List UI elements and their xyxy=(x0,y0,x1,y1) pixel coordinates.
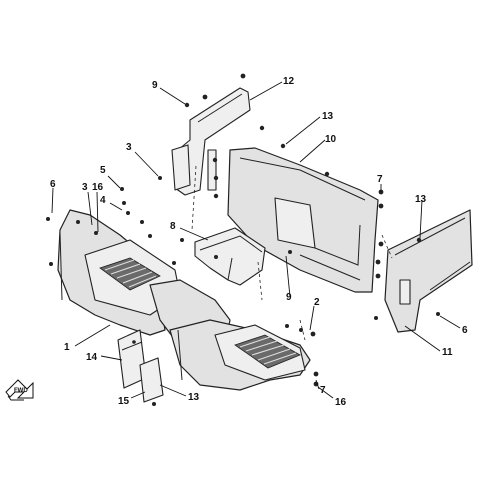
leader-9b xyxy=(285,255,291,298)
callout-13-right: 13 xyxy=(415,194,427,205)
callout-16-lower: 16 xyxy=(335,397,347,408)
leader-10 xyxy=(299,139,326,163)
leader-2 xyxy=(309,305,315,331)
callout-9-lower: 9 xyxy=(286,292,292,303)
part-8-plate xyxy=(194,227,266,286)
fwd-arrow-icon: FWD xyxy=(5,379,34,401)
callout-13-upper: 13 xyxy=(322,111,334,122)
leader-5 xyxy=(107,175,121,189)
part-12-bracket xyxy=(174,87,251,196)
leader-13a xyxy=(285,116,321,145)
callout-3-lower: 3 xyxy=(82,182,88,193)
callout-5: 5 xyxy=(100,165,106,176)
callout-2: 2 xyxy=(314,297,320,308)
callout-1: 1 xyxy=(64,342,70,353)
left-grate-pad xyxy=(99,257,161,291)
leader-9a xyxy=(159,87,186,105)
callout-10: 10 xyxy=(325,134,337,145)
callout-6-left: 6 xyxy=(50,179,56,190)
callout-labels: 1 2 3 3 4 5 6 6 7 7 8 9 9 10 11 12 13 13… xyxy=(50,76,468,408)
part-15-bracket xyxy=(139,357,164,403)
leader-16b xyxy=(317,386,334,399)
callout-7-upper: 7 xyxy=(377,174,383,185)
leader-1 xyxy=(74,324,111,347)
leader-3a xyxy=(134,151,159,177)
leader-lines xyxy=(51,81,461,399)
leader-14 xyxy=(100,355,123,361)
leader-4 xyxy=(109,202,123,211)
part-11-right-panel xyxy=(384,209,473,333)
fastener-bolts xyxy=(46,73,440,406)
assembly-dashed-lines xyxy=(191,165,393,341)
part-3-upper-bracket xyxy=(171,144,191,191)
callout-14: 14 xyxy=(86,352,98,363)
right-grate-pad xyxy=(234,334,301,369)
leader-12 xyxy=(249,81,283,101)
leader-13c xyxy=(159,384,187,397)
callout-3-upper: 3 xyxy=(126,142,132,153)
leader-11 xyxy=(404,325,441,352)
callout-8: 8 xyxy=(170,221,176,232)
fwd-label: FWD xyxy=(14,388,28,394)
leader-13b xyxy=(419,199,423,239)
callout-11: 11 xyxy=(442,347,453,358)
callout-15: 15 xyxy=(118,396,130,407)
callout-6-right: 6 xyxy=(462,325,468,336)
leader-6a xyxy=(51,187,54,214)
leader-15 xyxy=(130,391,146,399)
part-10-rear-panel xyxy=(227,147,379,293)
leader-16a xyxy=(96,191,99,233)
leader-3b xyxy=(87,191,93,226)
callout-13-lower: 13 xyxy=(188,392,200,403)
leader-8 xyxy=(179,227,209,241)
callout-9-upper: 9 xyxy=(152,80,158,91)
callout-12: 12 xyxy=(283,76,295,87)
callout-7-lower: 7 xyxy=(320,385,326,396)
callout-16-upper: 16 xyxy=(92,182,104,193)
leader-6b xyxy=(439,315,461,329)
callout-4: 4 xyxy=(100,195,106,206)
